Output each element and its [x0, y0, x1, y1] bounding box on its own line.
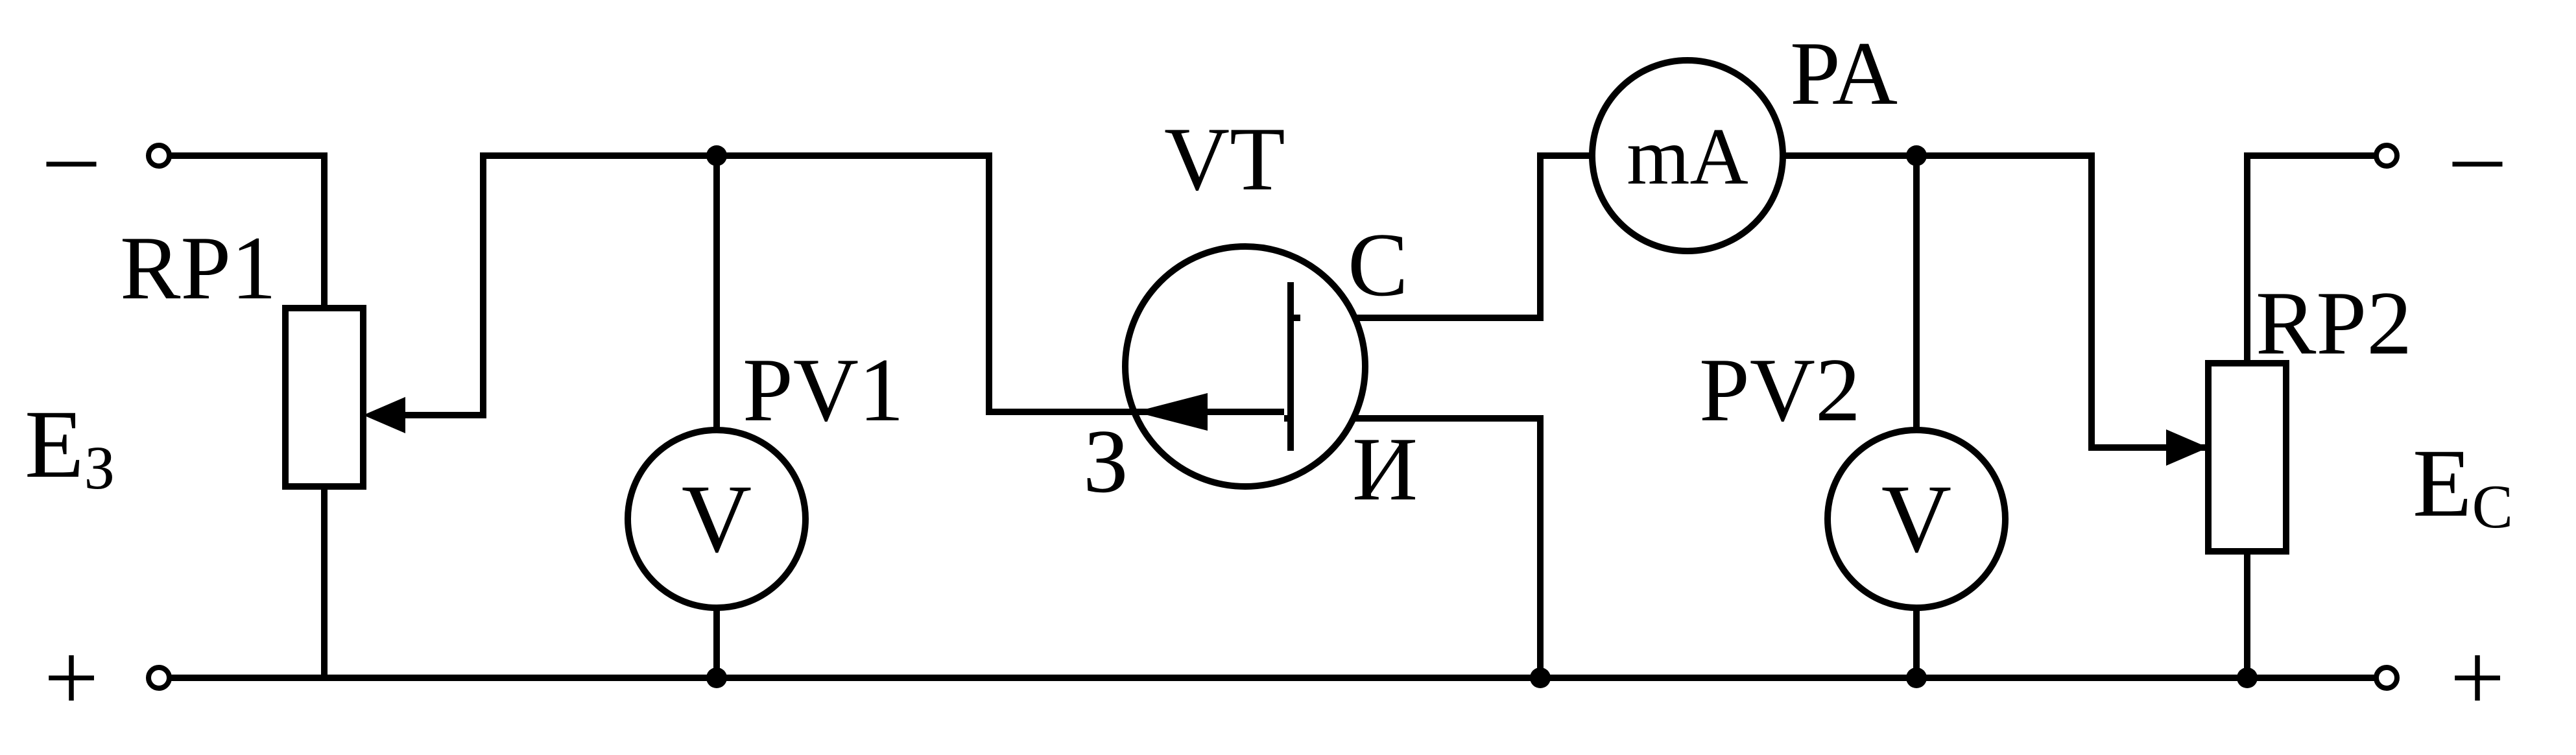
rp2-top-wire [2244, 152, 2390, 366]
rp1-wiper-wire [399, 152, 1138, 418]
drain-source-label: EC [2413, 429, 2513, 541]
junctions [706, 145, 2258, 688]
plus-left-label: + [44, 624, 99, 732]
pa-ammeter: mA [1589, 57, 1786, 254]
rp1-potentiometer [282, 305, 405, 490]
source-wire [1284, 415, 1544, 681]
gate-source-subscript: З [84, 433, 115, 502]
pv1-voltmeter: V [625, 427, 809, 611]
rp1-top-wire [156, 152, 328, 311]
drain-source-subscript: C [2472, 472, 2513, 541]
terminal-bottom-left [146, 665, 172, 691]
vt-transistor-circle [1122, 243, 1368, 490]
rp1-resistor-body [282, 305, 366, 490]
minus-left-label: – [46, 101, 97, 208]
rp1-wiper-arrow [363, 397, 405, 433]
wires [156, 152, 2390, 681]
drain-terminal-label: C [1348, 215, 1408, 315]
vt-gate-arrow [1135, 393, 1208, 431]
terminals [146, 143, 2400, 691]
gate-terminal-label: З [1083, 411, 1128, 512]
pa-label: PA [1790, 23, 1898, 124]
drain-wire [1294, 152, 1595, 321]
rp1-label: RP1 [120, 218, 276, 318]
pv2-voltmeter: V [1824, 427, 2009, 611]
rp2-label: RP2 [2256, 273, 2412, 374]
rp2-potentiometer [2166, 360, 2289, 555]
junction-dot [2237, 667, 2258, 688]
vt-transistor [1122, 243, 1368, 490]
labels: – + – + RP1 RP2 EЗ EC PV1 PV2 PA VT C З … [25, 23, 2513, 732]
pa-meter-circle [1589, 57, 1786, 254]
pv2-meter-circle [1824, 427, 2009, 611]
rp2-wiper-wire [1913, 152, 2205, 451]
terminal-bottom-right [2374, 665, 2400, 691]
pv1-meter-circle [625, 427, 809, 611]
junction-dot [1906, 145, 1927, 166]
junction-dot [1530, 667, 1551, 688]
minus-right-label: – [2452, 101, 2503, 208]
gate-source-label: EЗ [25, 390, 115, 502]
pv2-label: PV2 [1699, 340, 1861, 440]
terminal-top-right [2374, 143, 2400, 169]
pv1-meter-symbol: V [682, 465, 752, 573]
junction-dot [706, 667, 727, 688]
vt-label: VT [1164, 109, 1285, 210]
pv2-meter-symbol: V [1881, 465, 1951, 573]
junction-dot [1906, 667, 1927, 688]
junction-dot [706, 145, 727, 166]
terminal-top-left [146, 143, 172, 169]
plus-right-label: + [2450, 624, 2505, 732]
pa-meter-symbol: mA [1627, 112, 1748, 202]
rp2-resistor-body [2205, 360, 2289, 555]
rp2-wiper-arrow [2166, 429, 2208, 466]
source-terminal-label: И [1352, 419, 1418, 520]
pv1-label: PV1 [743, 340, 904, 440]
